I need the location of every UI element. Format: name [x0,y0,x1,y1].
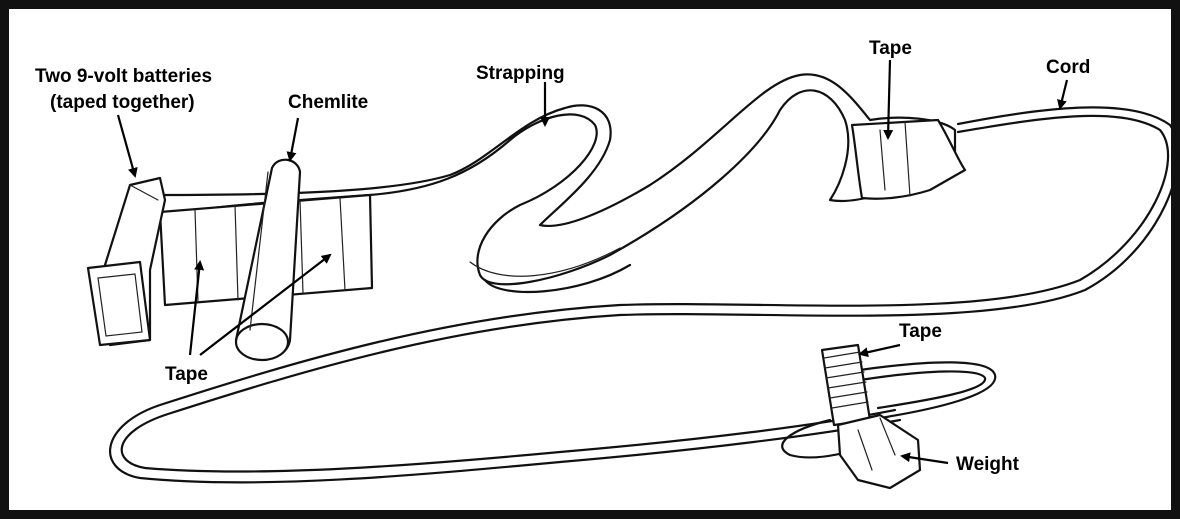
label-tape-top: Tape [869,38,912,60]
label-strapping: Strapping [476,63,565,85]
weight [822,345,920,488]
label-cord: Cord [1046,57,1090,79]
label-tape-bolt: Tape [899,321,942,343]
label-tape-left: Tape [165,364,208,386]
arrow-cord [1060,80,1067,108]
batteries [88,178,165,345]
arrow-batteries [118,115,135,176]
label-batteries-line2: (taped together) [50,92,195,114]
arrow-chemlite [290,118,298,160]
label-batteries-line1: Two 9-volt batteries [35,66,212,88]
label-chemlite: Chemlite [288,92,368,114]
label-weight: Weight [956,454,1019,476]
arrow-tape-bolt [860,345,900,354]
